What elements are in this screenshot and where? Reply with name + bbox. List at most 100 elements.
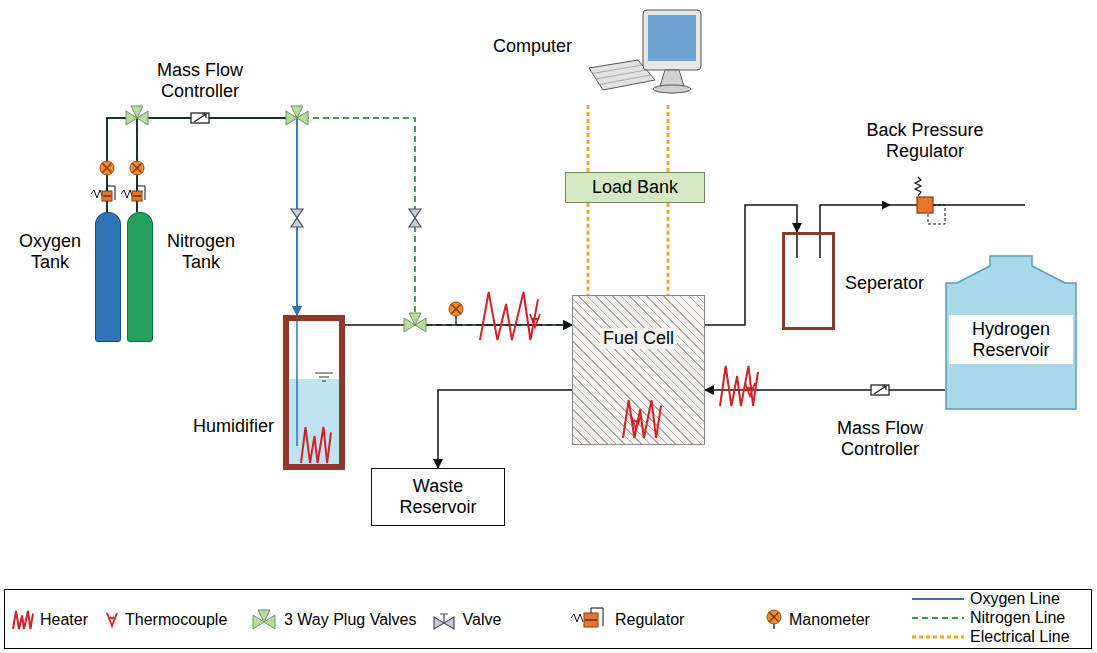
- manometer-cross: [770, 613, 779, 622]
- legend-item: Manometer: [765, 610, 870, 630]
- legend-line-sample: [912, 617, 964, 619]
- heater-symbol: [480, 292, 538, 340]
- mass-flow-controller: [191, 113, 209, 123]
- keyboard: [589, 60, 655, 90]
- hydrogen-reservoir: Hydrogen Reservoir: [945, 255, 1077, 410]
- valve-symbol: [434, 614, 454, 629]
- legend-swatch: [565, 610, 609, 630]
- legend-swatch: [912, 627, 964, 647]
- legend-swatch: [105, 610, 119, 630]
- oxygen-dip-tube: [296, 321, 298, 446]
- separator-inlet: [796, 232, 798, 258]
- electrical-line: [587, 103, 590, 172]
- node-label: Load Bank: [592, 177, 678, 198]
- node-shape: [289, 321, 339, 464]
- mass-flow-arrow: [194, 114, 206, 122]
- pipe-line: [438, 390, 572, 468]
- legend-swatch: [12, 610, 34, 630]
- legend-swatch: [765, 610, 783, 630]
- exhaust-line: [890, 204, 1025, 206]
- part-label: Mass Flow Controller: [823, 418, 937, 459]
- node-label: Waste Reservoir: [372, 476, 504, 517]
- regulator-sense: [585, 608, 603, 626]
- thermocouple-symbol: [530, 314, 540, 327]
- legend-box: [4, 589, 1092, 649]
- regulator-sense: [133, 186, 145, 200]
- manometer-stem: [773, 624, 774, 629]
- fuel-cell-box: Fuel Cell: [572, 295, 705, 445]
- key-row: [600, 75, 651, 85]
- computer-icon: Computer: [583, 8, 705, 103]
- legend-item: Electrical Line: [912, 627, 1070, 647]
- pipe-line: [137, 118, 572, 325]
- back-pressure-regulator: [917, 197, 933, 213]
- monitor: [643, 10, 701, 70]
- legend-item: Valve: [431, 610, 502, 630]
- heater-symbol: [13, 611, 33, 629]
- legend-swatch: [250, 610, 278, 630]
- regulator-body: [584, 613, 598, 627]
- valve-symbol: [291, 209, 303, 227]
- legend-line-sample: [912, 598, 964, 600]
- regulator-pilot: [928, 205, 945, 224]
- manometer-symbol: [130, 161, 144, 175]
- electrical-line: [667, 103, 670, 172]
- three-way-valve: [404, 313, 426, 332]
- node-shape: [583, 8, 705, 103]
- heater-symbol: [623, 400, 661, 438]
- thermocouple-symbol: [745, 383, 755, 396]
- reservoir-shape: [946, 256, 1076, 409]
- pipe-line: [345, 324, 572, 326]
- legend-text: Electrical Line: [970, 628, 1070, 646]
- legend-item: Oxygen Line: [912, 589, 1060, 609]
- screen: [648, 15, 696, 61]
- load-bank-box: Load Bank: [565, 172, 705, 203]
- node-label: Oxygen Tank: [12, 231, 88, 272]
- oxygen-tank: Oxygen Tank: [95, 212, 121, 342]
- heater-symbol: [720, 366, 758, 406]
- legend-text: Oxygen Line: [970, 590, 1060, 608]
- pipe-line: [107, 118, 572, 325]
- node-label: Hydrogen Reservoir: [949, 315, 1073, 364]
- part-label: Back Pressure Regulator: [855, 120, 995, 161]
- legend-text: Nitrogen Line: [970, 609, 1065, 627]
- part-label: Mass Flow Controller: [140, 60, 260, 101]
- water: [289, 379, 339, 464]
- three-way-valve: [286, 106, 308, 125]
- water-level-mark: [315, 373, 333, 381]
- legend-swatch: [912, 589, 964, 609]
- mass-flow-arrow: [874, 386, 886, 394]
- regulator-sense: [103, 186, 115, 200]
- pipe-line: [107, 118, 297, 315]
- monitor-stand: [660, 70, 684, 86]
- manometer-symbol: [767, 610, 781, 624]
- thermocouple-symbol: [107, 613, 117, 626]
- legend-text: 3 Way Plug Valves: [284, 611, 417, 629]
- valve-symbol: [409, 209, 421, 227]
- waste-reservoir-box: Waste Reservoir: [371, 468, 505, 526]
- heater-symbol: [301, 427, 331, 463]
- separator-outlet: [820, 205, 890, 258]
- legend-item: Regulator: [565, 610, 684, 630]
- legend-swatch: [431, 610, 457, 630]
- monitor-base: [653, 85, 691, 93]
- manometer-symbol: [100, 161, 114, 175]
- node-label: Nitrogen Tank: [160, 231, 242, 272]
- key-row: [596, 70, 646, 79]
- legend-text: Valve: [463, 611, 502, 629]
- legend-item: Thermocouple: [105, 610, 227, 630]
- regulator-spring: [121, 190, 133, 198]
- separator-vessel: Seperator: [782, 232, 835, 330]
- key-row: [593, 65, 643, 74]
- node-label: Seperator: [845, 273, 924, 294]
- node-shape: [945, 255, 1077, 410]
- pipe-line: [137, 118, 297, 315]
- legend-swatch: [912, 608, 964, 628]
- legend-text: Thermocouple: [125, 611, 227, 629]
